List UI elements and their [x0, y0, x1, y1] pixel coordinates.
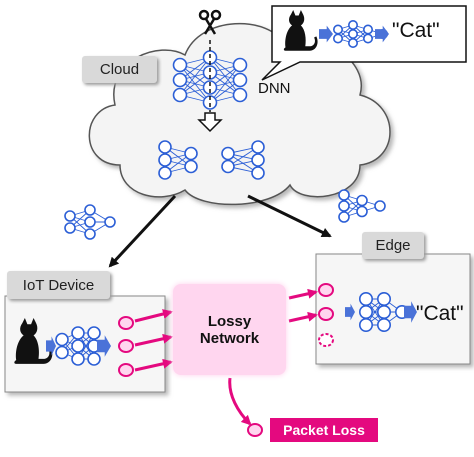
packet-loss-label: Packet Loss — [270, 418, 378, 442]
callout-box — [261, 5, 467, 81]
split-b-node — [221, 159, 235, 174]
cloud-dnn-node — [202, 80, 218, 95]
iot-net-node — [55, 345, 69, 360]
iot-net-node — [71, 339, 85, 353]
cloud-dnn-network — [172, 50, 248, 110]
callout-neural-net-icon — [319, 19, 389, 48]
callout-output-label: "Cat" — [392, 19, 440, 42]
lost-packet — [247, 423, 263, 437]
split-a-node — [158, 166, 172, 180]
split-b-node — [251, 166, 265, 180]
split-a-node — [184, 159, 198, 174]
callout-arrow-in — [319, 25, 333, 43]
iot-net-node — [87, 352, 101, 366]
iot-cat-icon — [14, 318, 53, 364]
iot-packet-1 — [118, 316, 134, 330]
cloud-dnn-node — [172, 57, 188, 73]
edge-packets — [318, 283, 334, 347]
edge-net-node — [358, 291, 373, 306]
cat-silhouette — [14, 318, 53, 364]
transmitted-network-left — [64, 204, 116, 240]
arrow-to-edge — [247, 194, 332, 238]
split-a-node — [184, 146, 198, 161]
float-left-node — [84, 216, 96, 228]
cat-icon — [283, 10, 318, 51]
split-a-node — [158, 153, 172, 167]
lossy-network-line1: Lossy — [207, 312, 252, 330]
iot-arrow-out — [97, 335, 111, 357]
dnn-label: DNN — [258, 80, 291, 97]
cloud-label: Cloud — [82, 56, 157, 83]
iot-neural-net-icon — [46, 326, 111, 366]
callout-net-node — [362, 33, 373, 44]
cloud-dnn-node — [172, 72, 188, 88]
lossy-network-line2: Network — [199, 329, 260, 347]
lossy-network-box: Lossy Network — [173, 284, 286, 375]
edge-line — [209, 64, 241, 103]
float-right-node — [338, 189, 350, 201]
edge-line — [179, 57, 211, 96]
callout-net-node — [332, 24, 343, 35]
float-left-node — [84, 228, 96, 240]
edge-packet-2 — [318, 307, 334, 321]
edge-neural-net-icon — [345, 291, 417, 332]
float-left-node — [64, 210, 76, 222]
split-b-node — [251, 140, 265, 154]
float-right-node — [356, 205, 368, 218]
down-arrow-icon — [197, 112, 223, 133]
float-right-node — [374, 200, 386, 212]
split-network-tail — [221, 140, 265, 180]
pink-arrows-out — [288, 288, 318, 323]
arrow-to-iot — [108, 194, 177, 268]
edge-net-node — [376, 291, 391, 306]
edge-arrow-out — [404, 301, 417, 323]
iot-net-node — [55, 332, 69, 347]
split-a-node — [158, 140, 172, 154]
callout-net-node — [362, 24, 373, 35]
callout-net-node — [347, 37, 358, 48]
edge-net-node — [358, 317, 373, 332]
edge-label: Edge — [362, 232, 424, 259]
callout-net-node — [347, 19, 358, 30]
callout-arrow-out — [375, 25, 389, 43]
iot-device-label: IoT Device — [7, 271, 110, 299]
edge-net-node — [376, 317, 391, 332]
edge-packet-1 — [318, 283, 334, 297]
edge-packet-lost — [318, 333, 334, 347]
float-left-node — [84, 204, 96, 216]
float-left-node — [104, 216, 116, 228]
cat-silhouette — [283, 10, 318, 51]
iot-arrow-in — [46, 336, 56, 356]
split-network-head — [158, 140, 198, 180]
edge-net-node — [376, 304, 391, 319]
float-right-node — [338, 200, 350, 212]
edge-box — [315, 253, 471, 365]
transmitted-network-right — [338, 189, 386, 223]
edge-arrow-in — [345, 303, 355, 321]
iot-net-node — [87, 326, 101, 340]
iot-packet-2 — [118, 339, 134, 353]
edge-output-label: "Cat" — [416, 302, 464, 325]
edge-net-node — [358, 304, 373, 319]
float-left-node — [64, 222, 76, 234]
packet-loss-arrow — [228, 377, 252, 426]
float-right-node — [356, 194, 368, 207]
cloud-dnn-node — [232, 72, 248, 88]
scissors-icon — [198, 9, 222, 35]
cloud-dnn-node — [232, 87, 248, 103]
iot-net-node — [71, 326, 85, 340]
cloud-dnn-node — [172, 87, 188, 103]
iot-packet-3 — [118, 363, 134, 377]
iot-packets — [118, 316, 134, 377]
split-b-node — [221, 146, 235, 161]
float-right-node — [338, 211, 350, 223]
pink-arrows-in — [134, 309, 173, 372]
cloud-dnn-node — [232, 57, 248, 73]
split-b-node — [251, 153, 265, 167]
callout-net-node — [347, 28, 358, 39]
callout-net-node — [332, 33, 343, 44]
iot-net-node — [71, 352, 85, 366]
